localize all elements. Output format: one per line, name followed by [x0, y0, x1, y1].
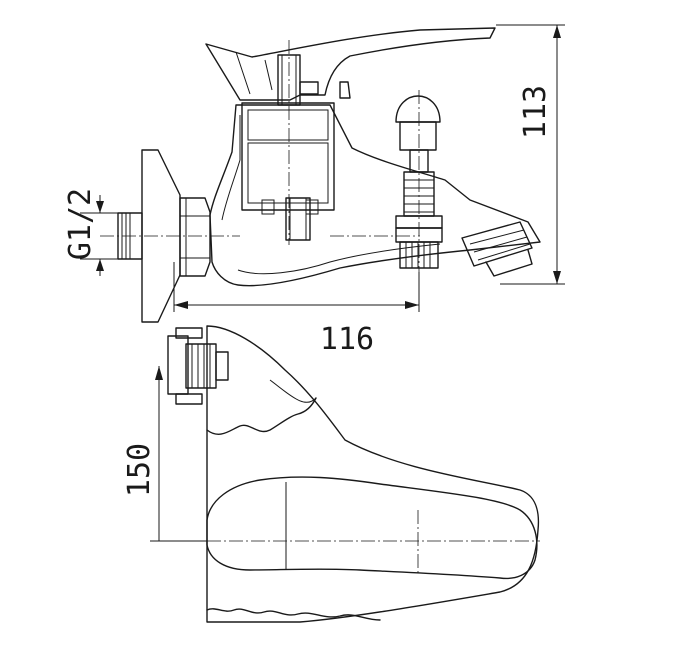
top-view	[167, 325, 540, 623]
lever-top	[206, 476, 538, 580]
depth-label: 150	[122, 443, 157, 497]
cartridge	[241, 102, 335, 211]
lever-handle	[205, 27, 496, 101]
aerator	[461, 221, 533, 277]
dimension-height: 113	[496, 24, 565, 285]
dimension-thread: G1/2	[63, 188, 118, 276]
width-label: 116	[320, 322, 374, 357]
wall-nut-top	[167, 327, 229, 405]
side-view	[100, 27, 541, 323]
dimension-width: 116	[173, 262, 420, 357]
mixer-body	[209, 104, 541, 287]
hex-nut	[179, 197, 211, 277]
thread-label: G1/2	[63, 188, 98, 260]
dimension-depth: 150	[122, 366, 207, 542]
height-label: 113	[518, 85, 553, 139]
body-top	[206, 325, 540, 623]
